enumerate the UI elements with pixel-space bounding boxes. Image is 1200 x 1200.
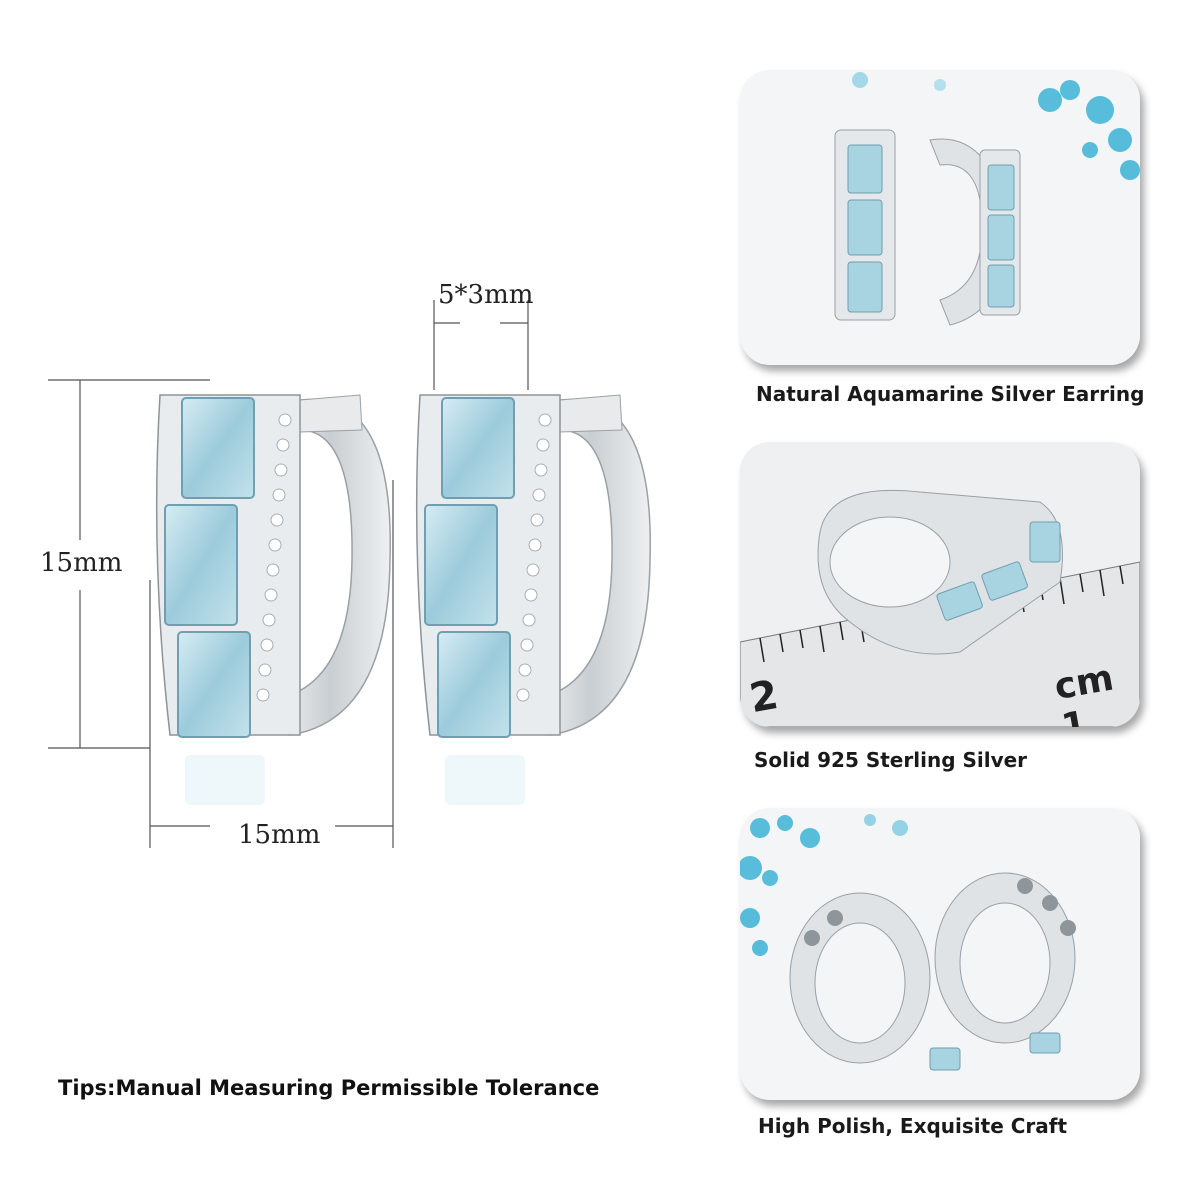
width-label: 15mm bbox=[238, 820, 321, 850]
product-photo-1 bbox=[740, 70, 1140, 365]
product-photo-2: 2 cm 1 bbox=[740, 442, 1140, 727]
main-product-diagram bbox=[48, 300, 651, 848]
tolerance-tip: Tips:Manual Measuring Permissible Tolera… bbox=[58, 1076, 600, 1100]
width-dimension-line bbox=[149, 480, 394, 848]
product-photo-3 bbox=[740, 808, 1140, 1100]
flower-decoration bbox=[852, 72, 1140, 180]
panel-3-caption: High Polish, Exquisite Craft bbox=[758, 1114, 1068, 1138]
earring-photo-1 bbox=[834, 129, 1021, 326]
earring-left bbox=[155, 394, 391, 805]
stone-size-label: 5*3mm bbox=[438, 280, 534, 310]
height-label: 15mm bbox=[40, 548, 123, 578]
panel-2-caption: Solid 925 Sterling Silver bbox=[754, 748, 1028, 772]
height-dimension-line bbox=[48, 379, 210, 749]
stone-dimension-line bbox=[433, 300, 529, 390]
ruler-label-cm1: cm 1 bbox=[1051, 657, 1117, 727]
flower-decoration bbox=[740, 814, 908, 956]
earring-right bbox=[415, 394, 651, 805]
earring-photo-3 bbox=[789, 872, 1076, 1071]
panel-1-caption: Natural Aquamarine Silver Earring bbox=[756, 382, 1145, 406]
earring-photo-2 bbox=[817, 489, 1063, 655]
